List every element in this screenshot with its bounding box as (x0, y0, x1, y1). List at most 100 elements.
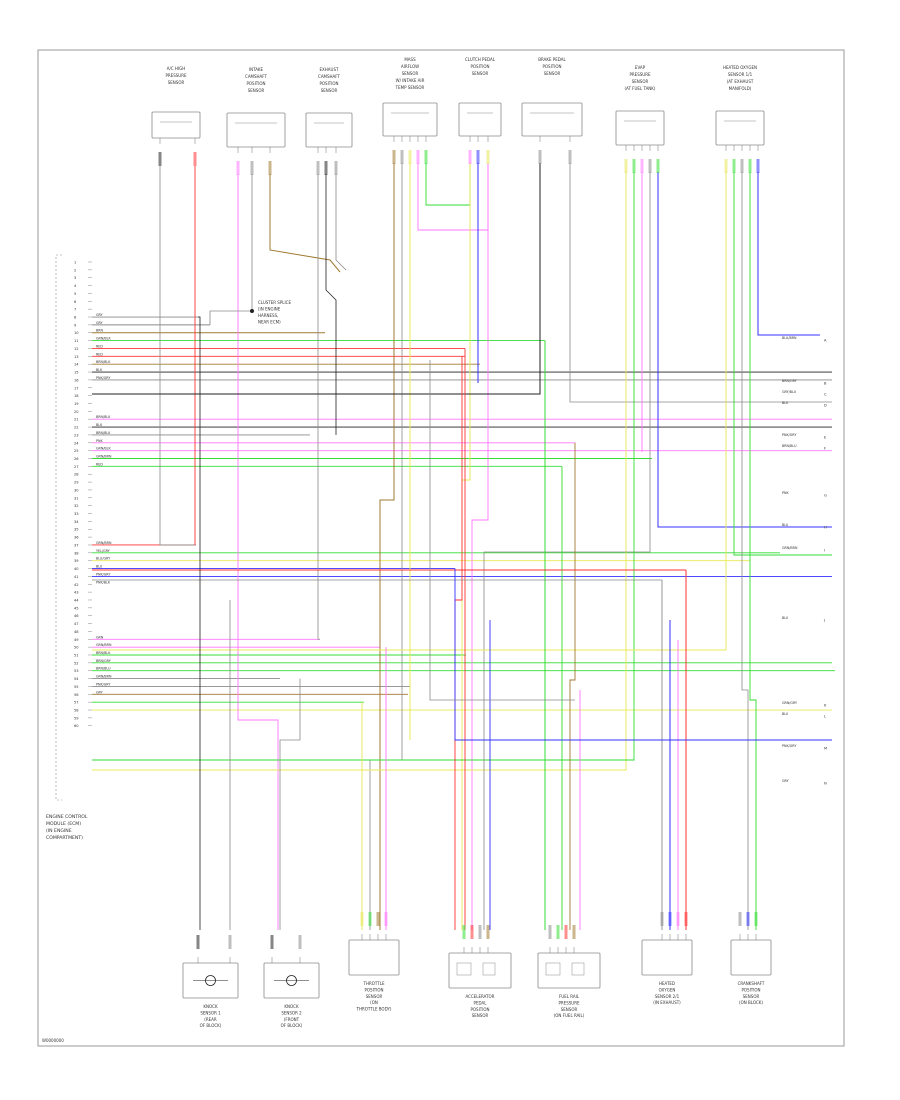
pin-number: 26 (74, 457, 79, 461)
ecm-name: (IN ENGINE (46, 828, 72, 834)
bottom-component-label: (ON (370, 1000, 378, 1005)
connector-terminal (572, 925, 576, 939)
ecm-pin-labels: 1234567891011121314151617181920212223242… (74, 261, 112, 729)
top-component-box (715, 110, 765, 146)
pin-number: 8 (74, 316, 77, 320)
wire-color-label: BRN/BLU (96, 667, 111, 671)
pin-number: 27 (74, 465, 79, 469)
pin-number: 11 (74, 339, 79, 343)
top-component-box (382, 102, 438, 137)
pin-number: 58 (74, 709, 79, 713)
top-component-label: SENSOR (168, 80, 185, 85)
fuel-wire (569, 442, 576, 930)
right-wire-ref: I (824, 549, 825, 553)
pin-number: 44 (74, 598, 79, 602)
brake-wire (92, 163, 541, 395)
wire-color-label: BRN/BLK (96, 651, 111, 655)
connector-terminal (236, 161, 240, 175)
top-component-label: POSITION (542, 64, 561, 69)
wire-color-label: PNK/BLK (96, 580, 111, 584)
top-component-box (615, 110, 665, 146)
o2-wire (749, 172, 757, 930)
connector-terminal (324, 161, 328, 175)
connector-terminal (316, 161, 320, 175)
connector-terminal (548, 925, 552, 939)
pin-number: 29 (74, 481, 79, 485)
maf-wire (379, 163, 395, 930)
ecm-bracket (55, 254, 62, 801)
connector-terminal (538, 150, 542, 164)
bottom-component-box (641, 939, 693, 976)
connector-terminal (376, 912, 380, 926)
pin-number: 49 (74, 638, 79, 642)
pin-number: 41 (74, 575, 79, 579)
pin-number: 60 (74, 724, 79, 728)
pin-number: 48 (74, 630, 79, 634)
bottom-component-box (448, 952, 512, 989)
evap-wire (92, 172, 627, 771)
top-component-label: (AT EXHAUST (727, 79, 754, 84)
bottom-component-box (348, 939, 400, 976)
pin-number: 40 (74, 567, 79, 571)
wire-color-label: BRN (96, 329, 104, 333)
right-wire-color: GRN/GRY (782, 701, 798, 705)
top-component-label: SENSOR (248, 88, 265, 93)
connector-terminal (486, 150, 490, 164)
top-component-label: INTAKE (249, 67, 264, 72)
connector-terminal (228, 935, 232, 949)
top-component-label: PRESSURE (629, 72, 651, 77)
pin-number: 4 (74, 284, 77, 288)
bottom-component-label: SENSOR (561, 1007, 578, 1012)
connector-terminal (632, 159, 636, 173)
right-wire-ref: L (824, 715, 826, 719)
right-wire-color: PNK (782, 491, 789, 495)
wire-color-label: BLU (96, 565, 103, 569)
right-wire-color: GRN/BRN (782, 546, 798, 550)
top-component-label: CLUTCH PEDAL (465, 57, 496, 62)
pin-number: 37 (74, 543, 79, 547)
cam-wire (209, 174, 253, 325)
bottom-component-label: CRANKSHAFT (738, 981, 765, 986)
connector-terminal (684, 912, 688, 926)
top-component-label: PRESSURE (165, 73, 187, 78)
bottom-component-label: SENSOR (743, 994, 760, 999)
cam-wire (237, 174, 279, 930)
connector-terminal (486, 925, 490, 939)
ex-cam-wire (325, 174, 337, 435)
wire-color-label: GRY (96, 690, 104, 694)
pin-number: 16 (74, 378, 79, 382)
top-component-label: POSITION (470, 64, 489, 69)
wire-color-label: GRN/BLK (96, 447, 112, 451)
top-component-label: A/C HIGH (167, 66, 185, 71)
wire-color-label: GRN/BRN (96, 541, 112, 545)
ex-cam-wire (335, 174, 347, 271)
wire-color-label: GRN/BLK (96, 337, 112, 341)
wire-color-label: BLK (96, 368, 103, 372)
sensor-symbol (456, 962, 472, 976)
pin-number: 54 (74, 677, 79, 681)
top-component-box (305, 112, 353, 148)
connector-terminal (196, 935, 200, 949)
wire-color-label: GRY (96, 321, 104, 325)
pin-number: 42 (74, 583, 79, 587)
right-wire-ref: C (824, 393, 827, 397)
bottom-component-box (730, 939, 772, 976)
o2-wire (92, 172, 727, 651)
wire-color-label: PNK (96, 439, 103, 443)
connector-terminal (400, 150, 404, 164)
connector-terminal (740, 159, 744, 173)
right-wire-color: BLU (782, 523, 789, 527)
pin-number: 25 (74, 449, 79, 453)
connector-terminal (756, 159, 760, 173)
pin-number: 32 (74, 504, 79, 508)
brake-wire (569, 163, 832, 403)
right-wire-ref: K (824, 704, 827, 708)
wire-color-label: GRN (96, 635, 104, 639)
connector-terminal (368, 912, 372, 926)
pin-number: 7 (74, 308, 76, 312)
sensor-symbol (571, 962, 585, 976)
pin-number: 6 (74, 300, 77, 304)
component-layer: A/C HIGHPRESSURESENSORINTAKECAMSHAFTPOSI… (151, 57, 772, 1028)
pin-number: 46 (74, 614, 79, 618)
pin-number: 38 (74, 551, 79, 555)
